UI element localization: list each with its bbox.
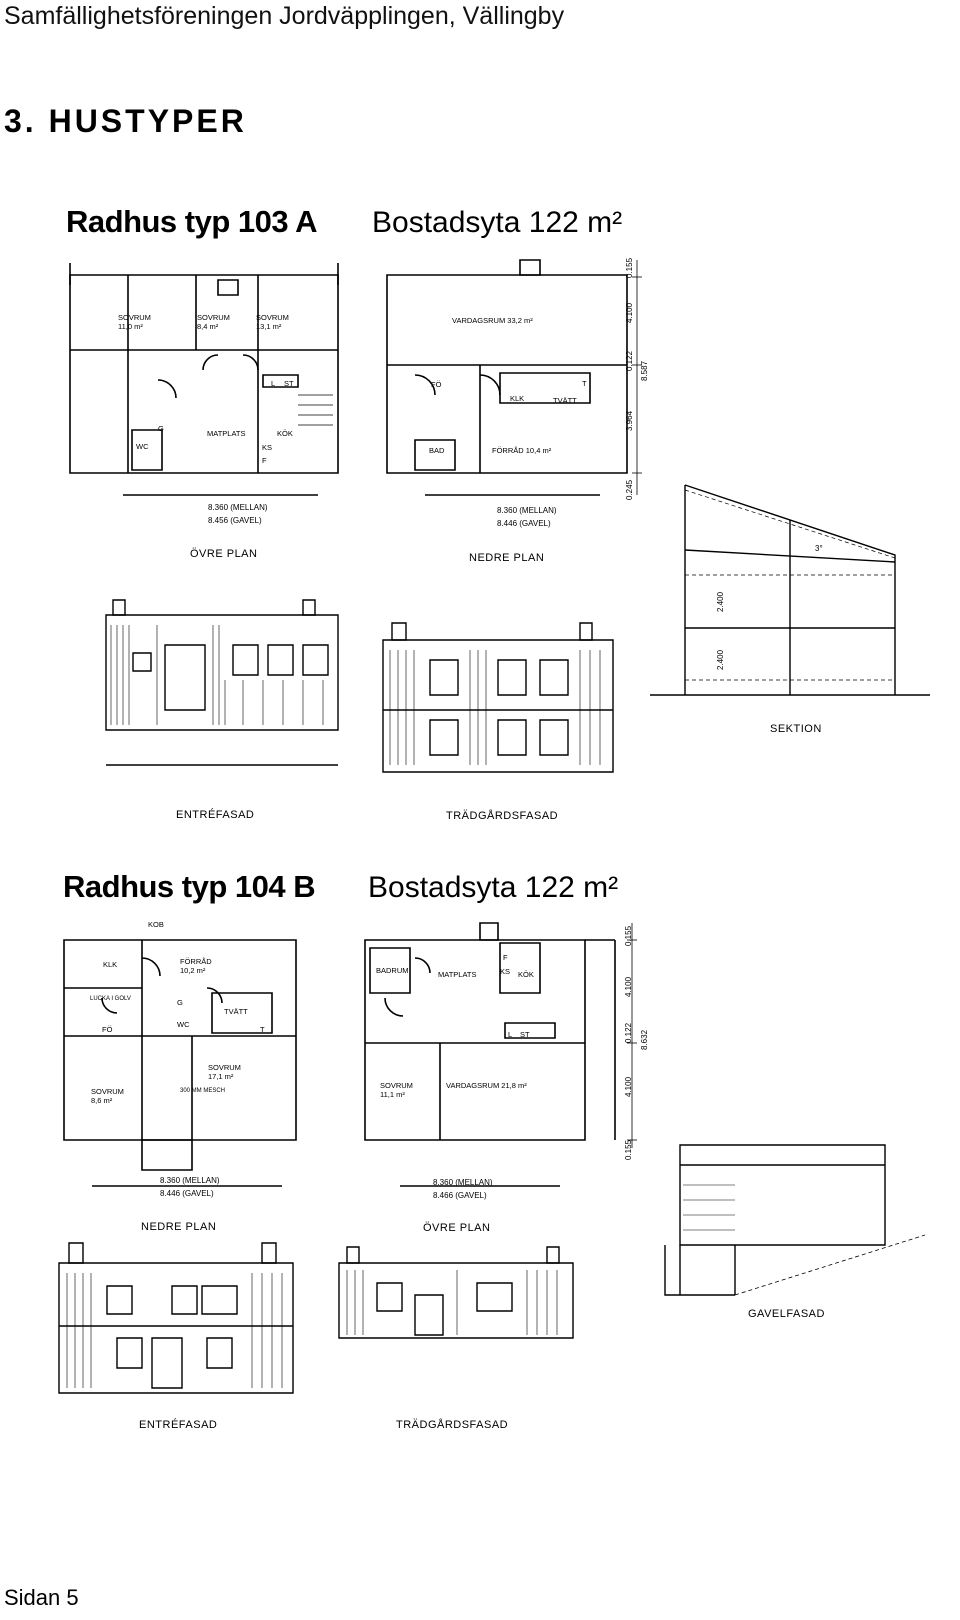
a-vdim-3: 0.122 [625, 350, 634, 371]
b-upper-tag-matplats: MATPLATS [438, 970, 477, 979]
a-upper-tag-kok: KÖK [277, 429, 293, 438]
b-lower-tag-wc: WC [177, 1020, 190, 1029]
a-vdim-4: 8.587 [640, 360, 649, 381]
a-lower-tag-fo: FÖ [431, 380, 442, 389]
b-upper-tag-ks: KS [500, 967, 511, 976]
a-vdim-6: 0.245 [625, 479, 634, 500]
b-upper-dim-mellan: 8.360 (MELLAN) [433, 1178, 493, 1187]
a-lower-dim-gavel: 8.446 (GAVEL) [497, 519, 551, 528]
b-vdim-5: 4.100 [624, 1076, 633, 1097]
a-upper-plan-label: ÖVRE PLAN [190, 548, 258, 560]
a-upper-dim-gavel: 8.456 (GAVEL) [208, 516, 262, 525]
page-number: Sidan 5 [4, 1585, 79, 1610]
a-upper-tag-matplats: MATPLATS [207, 429, 246, 438]
b-lower-plan-label: NEDRE PLAN [141, 1221, 217, 1233]
a-lower-tag-t: T [582, 379, 587, 388]
house-a-area: Bostadsyta 122 m² [372, 206, 623, 239]
a-upper-tag-ks: KS [262, 443, 273, 452]
b-vdim-3: 0.122 [624, 1022, 633, 1043]
b-upper-room-1: BADRUM [376, 966, 409, 975]
b-upper-dim-gavel: 8.466 (GAVEL) [433, 1191, 487, 1200]
b-vdim-2: 4.100 [624, 976, 633, 997]
b-lower-tag-g: G [177, 998, 183, 1007]
house-b-upper-plan-drawing [340, 918, 650, 1208]
b-upper-tag-kok: KÖK [518, 970, 534, 979]
a-upper-dim-mellan: 8.360 (MELLAN) [208, 503, 268, 512]
b-lower-dim-mellan: 8.360 (MELLAN) [160, 1176, 220, 1185]
b-lower-tag-kob: KOB [148, 920, 164, 929]
house-b-title: Radhus typ 104 B [63, 869, 316, 904]
b-vdim-1: 0.155 [624, 925, 633, 946]
a-lower-room-1: VARDAGSRUM 33,2 m² [452, 316, 533, 325]
a-vdim-5: 3.964 [625, 410, 634, 431]
house-a-front-elevation [103, 595, 341, 785]
a-vdim-1: 0.155 [625, 257, 634, 278]
b-lower-tag-t: T [260, 1025, 265, 1034]
b-upper-tag-f: F [503, 953, 508, 962]
a-lower-dim-mellan: 8.360 (MELLAN) [497, 506, 557, 515]
b-lower-tag-lucka: LUCKA I GOLV [90, 996, 131, 1002]
a-lower-tag-tvatt: TVÄTT [553, 396, 577, 405]
a-section-dim-1: 2.400 [716, 591, 725, 612]
a-upper-tag-wc: WC [136, 442, 149, 451]
section-title: 3. HUSTYPER [4, 103, 247, 139]
house-b-front-elevation [57, 1238, 297, 1398]
b-upper-tag-st: ST [520, 1030, 530, 1039]
a-upper-tag-g: G [158, 424, 164, 433]
a-upper-tag-st: ST [284, 379, 294, 388]
document-header: Samfällighetsföreningen Jordväpplingen, … [4, 2, 565, 30]
house-a-lower-plan-drawing [385, 255, 650, 530]
a-lower-tag-klk: KLK [510, 394, 525, 403]
house-b-area: Bostadsyta 122 m² [368, 871, 619, 904]
a-lower-plan-label: NEDRE PLAN [469, 552, 545, 564]
b-lower-dim-gavel: 8.446 (GAVEL) [160, 1189, 214, 1198]
b-lower-tag-note: 300 MM MESCH [180, 1088, 226, 1094]
a-garden-elevation-label: TRÄDGÅRDSFASAD [446, 810, 559, 822]
b-lower-tag-klk: KLK [103, 960, 118, 969]
b-upper-tag-l: L [508, 1030, 513, 1039]
a-upper-tag-f: F [262, 456, 267, 465]
house-a-upper-plan-drawing [68, 255, 343, 530]
a-lower-tag-bad: BAD [429, 446, 445, 455]
house-a-title: Radhus typ 103 A [66, 204, 317, 239]
a-upper-tag-l: L [271, 379, 276, 388]
house-b-lower-plan-drawing [62, 918, 300, 1208]
a-section-label: SEKTION [770, 723, 822, 735]
b-gable-elevation-label: GAVELFASAD [748, 1308, 825, 1320]
b-lower-tag-tvatt: TVÄTT [224, 1007, 248, 1016]
a-section-dim-2: 2.400 [716, 649, 725, 670]
b-vdim-4: 8.632 [640, 1029, 649, 1050]
a-vdim-2: 4.100 [625, 302, 634, 323]
a-front-elevation-label: ENTRÉFASAD [176, 809, 255, 821]
house-a-garden-elevation [380, 615, 620, 780]
house-b-gable-elevation [625, 1135, 925, 1310]
b-upper-room-2: VARDAGSRUM 21,8 m² [446, 1081, 527, 1090]
house-a-section-drawing [650, 480, 935, 720]
b-garden-elevation-label: TRÄDGÅRDSFASAD [396, 1419, 509, 1431]
house-b-garden-elevation [337, 1245, 577, 1395]
b-lower-tag-fo: FÖ [102, 1025, 113, 1034]
a-lower-room-2: FÖRRÅD 10,4 m² [492, 446, 552, 455]
a-section-angle: 3° [815, 544, 823, 553]
b-front-elevation-label: ENTRÉFASAD [139, 1419, 218, 1431]
b-upper-plan-label: ÖVRE PLAN [423, 1222, 491, 1234]
